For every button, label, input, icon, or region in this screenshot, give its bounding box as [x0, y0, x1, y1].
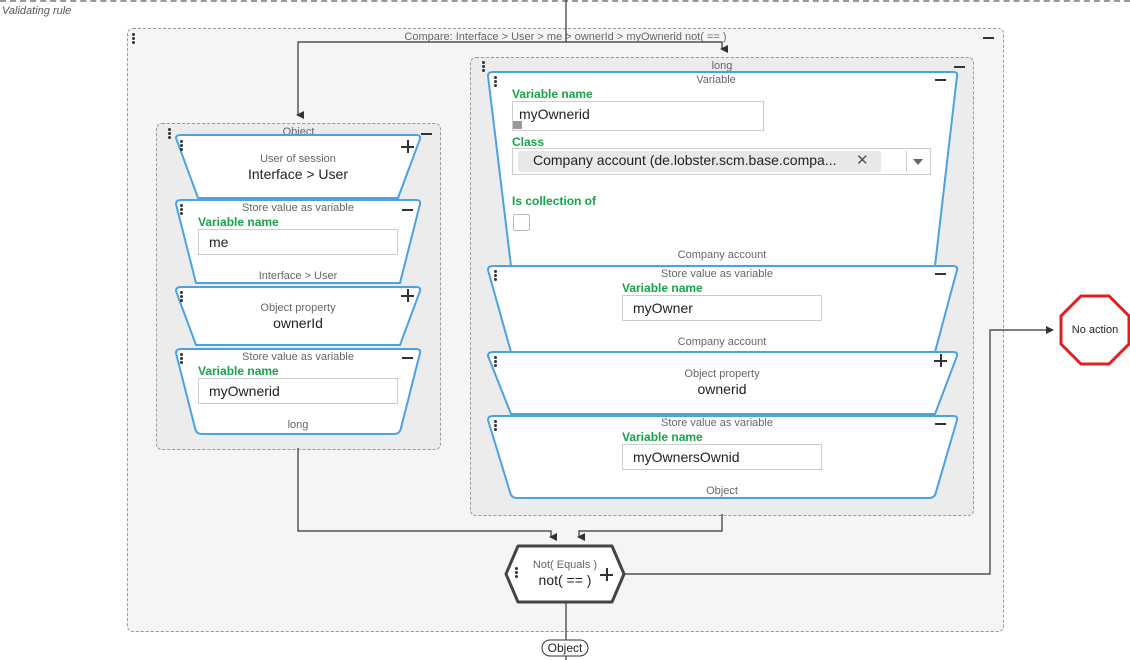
- left-session-value: Interface > User: [248, 166, 348, 182]
- collection-checkbox[interactable]: [513, 214, 530, 231]
- top-separator: [0, 0, 1130, 2]
- no-action-label[interactable]: No action: [1071, 324, 1119, 336]
- right-store1-menu-icon[interactable]: [494, 269, 498, 282]
- chevron-down-icon[interactable]: [913, 159, 923, 165]
- class-chip-remove-icon[interactable]: ✕: [856, 152, 869, 169]
- left-prop-value: ownerId: [273, 315, 323, 331]
- operator-value: not( == ): [538, 572, 592, 588]
- left-store1-var-input[interactable]: me: [198, 229, 398, 255]
- left-session-label: User of session: [260, 153, 336, 165]
- left-output-type: long: [287, 419, 309, 431]
- operator-label: Not( Equals ): [532, 559, 598, 571]
- left-prop-menu-icon[interactable]: [180, 290, 184, 303]
- right-store2-var-input[interactable]: myOwnersOwnid: [622, 444, 822, 470]
- left-store2-title: Store value as variable: [242, 351, 354, 363]
- right-store2-var-label: Variable name: [622, 430, 703, 444]
- compare-menu-icon[interactable]: [132, 32, 136, 45]
- right-store2-collapse-icon[interactable]: [935, 423, 946, 425]
- right-var-collapse-icon[interactable]: [935, 79, 946, 81]
- right-var-menu-icon[interactable]: [494, 75, 498, 88]
- left-session-menu-icon[interactable]: [180, 139, 184, 152]
- output-badge-shape: [541, 639, 589, 657]
- left-store2-collapse-icon[interactable]: [402, 357, 413, 359]
- right-class-label: Class: [512, 135, 545, 149]
- rule-title: Validating rule: [2, 5, 72, 17]
- left-prop-add-icon[interactable]: [401, 289, 414, 302]
- left-store1-collapse-icon[interactable]: [402, 209, 413, 211]
- compare-collapse-icon[interactable]: [983, 37, 994, 39]
- right-store1-var-input[interactable]: myOwner: [622, 295, 822, 321]
- right-prop-block: [486, 351, 959, 415]
- right-output-type: Object: [706, 485, 738, 497]
- right-var-title: Variable: [696, 74, 736, 86]
- right-store1-collapse-icon[interactable]: [935, 273, 946, 275]
- right-var-name-label: Variable name: [512, 87, 593, 101]
- right-type-after-store1: Company account: [677, 336, 767, 348]
- right-store2-menu-icon[interactable]: [494, 419, 498, 432]
- left-prop-label: Object property: [260, 302, 336, 314]
- left-group-menu-icon[interactable]: [168, 127, 172, 140]
- select-divider: [906, 151, 907, 172]
- left-store1-title: Store value as variable: [242, 202, 354, 214]
- class-chip-text: Company account (de.lobster.scm.base.com…: [533, 152, 837, 168]
- right-group-menu-icon[interactable]: [482, 60, 486, 73]
- output-badge: Object: [547, 641, 583, 655]
- right-prop-menu-icon[interactable]: [494, 355, 498, 368]
- right-group-collapse-icon[interactable]: [954, 66, 965, 68]
- right-class-select[interactable]: Company account (de.lobster.scm.base.com…: [512, 148, 931, 175]
- right-var-name-input[interactable]: myOwnerid: [512, 101, 764, 131]
- left-type-after-store1: Interface > User: [258, 270, 338, 282]
- right-collection-label: Is collection of: [512, 194, 597, 208]
- right-prop-value: ownerid: [697, 381, 747, 397]
- class-chip: [518, 151, 881, 172]
- left-store2-var-label: Variable name: [198, 364, 279, 378]
- left-store1-var-label: Variable name: [198, 215, 279, 229]
- right-prop-add-icon[interactable]: [934, 354, 947, 367]
- left-store2-var-input[interactable]: myOwnerid: [198, 378, 398, 404]
- operator-menu-icon[interactable]: [515, 566, 519, 579]
- left-store2-menu-icon[interactable]: [180, 352, 184, 365]
- left-prop-block: [174, 286, 422, 346]
- right-prop-label: Object property: [684, 368, 760, 380]
- right-group-title: long: [711, 60, 733, 72]
- right-store2-title: Store value as variable: [661, 417, 773, 429]
- no-action-node: [1059, 294, 1130, 366]
- operator-node: [504, 544, 626, 604]
- operator-add-icon[interactable]: [600, 568, 613, 581]
- left-session-block: [174, 134, 422, 199]
- left-store1-menu-icon[interactable]: [180, 203, 184, 216]
- left-session-add-icon[interactable]: [401, 140, 414, 153]
- resize-icon: [513, 121, 522, 129]
- left-group-collapse-icon[interactable]: [421, 133, 432, 135]
- right-store1-var-label: Variable name: [622, 281, 703, 295]
- right-type-after-var: Company account: [677, 249, 767, 261]
- right-store1-title: Store value as variable: [661, 268, 773, 280]
